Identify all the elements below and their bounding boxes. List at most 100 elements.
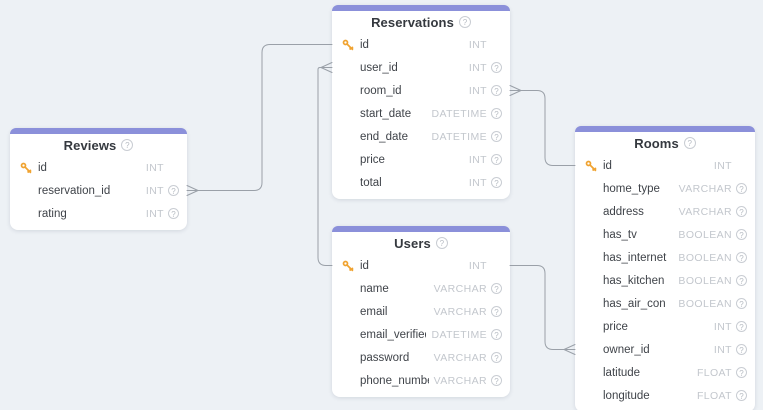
- field-name: longitude: [603, 390, 692, 402]
- field-row-id[interactable]: idINT: [10, 156, 187, 179]
- info-slot: ?: [732, 390, 747, 401]
- field-type: BOOLEAN: [678, 298, 732, 310]
- field-row-price[interactable]: priceINT?: [575, 315, 755, 338]
- field-help-icon[interactable]: ?: [736, 367, 747, 378]
- info-slot: ?: [732, 206, 747, 217]
- field-name: user_id: [360, 62, 464, 74]
- table-help-icon[interactable]: ?: [459, 16, 471, 28]
- table-help-icon[interactable]: ?: [684, 137, 696, 149]
- table-rooms[interactable]: Rooms?idINThome_typeVARCHAR?address VARCH…: [575, 126, 755, 410]
- field-row-start_date[interactable]: start_dateDATETIME?: [332, 102, 510, 125]
- field-help-icon[interactable]: ?: [736, 298, 747, 309]
- field-name: address: [603, 206, 674, 218]
- key-slot: [585, 160, 603, 172]
- relationship-reviews-reservation-id-reservations-id[interactable]: [198, 45, 332, 191]
- info-slot: ?: [732, 321, 747, 332]
- table-users[interactable]: Users?idINTnameVARCHAR?emailVARCHAR?emai…: [332, 226, 510, 397]
- field-help-icon[interactable]: ?: [491, 85, 502, 96]
- field-type: VARCHAR: [434, 352, 487, 364]
- field-row-owner_id[interactable]: owner_idINT?: [575, 338, 755, 361]
- field-row-rating[interactable]: ratingINT?: [10, 202, 187, 225]
- field-type: INT: [469, 260, 487, 272]
- field-type: VARCHAR: [434, 306, 487, 318]
- info-slot: ?: [487, 85, 502, 96]
- info-slot: ?: [732, 252, 747, 263]
- info-slot: ?: [487, 352, 502, 363]
- field-help-icon[interactable]: ?: [736, 183, 747, 194]
- relationship-users-id-rooms-owner-id[interactable]: [510, 266, 564, 350]
- field-row-price[interactable]: priceINT?: [332, 148, 510, 171]
- field-row-id[interactable]: idINT: [575, 154, 755, 177]
- field-help-icon[interactable]: ?: [491, 131, 502, 142]
- crow-foot-icon: [321, 63, 332, 73]
- field-row-longitude[interactable]: longitudeFLOAT?: [575, 384, 755, 407]
- relationship-users-id-reservations-user-id[interactable]: [318, 68, 332, 266]
- field-help-icon[interactable]: ?: [168, 185, 179, 196]
- primary-key-icon: [20, 162, 32, 174]
- field-row-password[interactable]: password VARCHAR?: [332, 346, 510, 369]
- field-type: INT: [146, 185, 164, 197]
- field-row-id[interactable]: idINT: [332, 33, 510, 56]
- field-row-room_id[interactable]: room_idINT?: [332, 79, 510, 102]
- info-slot: ?: [164, 185, 179, 196]
- field-help-icon[interactable]: ?: [168, 208, 179, 219]
- primary-key-icon: [342, 39, 354, 51]
- field-row-home_type[interactable]: home_typeVARCHAR?: [575, 177, 755, 200]
- info-slot: ?: [732, 344, 747, 355]
- field-name: id: [360, 39, 464, 51]
- field-help-icon[interactable]: ?: [491, 177, 502, 188]
- field-row-email[interactable]: email VARCHAR?: [332, 300, 510, 323]
- field-name: start_date: [360, 108, 426, 120]
- field-row-email_verified_[interactable]: email_verified_DATETIME?: [332, 323, 510, 346]
- field-row-has_air_con[interactable]: has_air_conBOOLEAN?: [575, 292, 755, 315]
- field-help-icon[interactable]: ?: [491, 375, 502, 386]
- relationship-reservations-room-id-rooms-id[interactable]: [521, 91, 575, 166]
- info-slot: ?: [487, 108, 502, 119]
- field-row-has_internet[interactable]: has_internetBOOLEAN?: [575, 246, 755, 269]
- field-help-icon[interactable]: ?: [491, 154, 502, 165]
- field-help-icon[interactable]: ?: [736, 321, 747, 332]
- field-name: id: [360, 260, 464, 272]
- table-reservations[interactable]: Reservations?idINTuser_idINT?room_idINT?…: [332, 5, 510, 199]
- field-name: email: [360, 306, 429, 318]
- field-help-icon[interactable]: ?: [491, 329, 502, 340]
- field-row-has_kitchen[interactable]: has_kitchenBOOLEAN?: [575, 269, 755, 292]
- field-help-icon[interactable]: ?: [491, 283, 502, 294]
- field-row-address[interactable]: address VARCHAR?: [575, 200, 755, 223]
- field-help-icon[interactable]: ?: [491, 306, 502, 317]
- table-help-icon[interactable]: ?: [436, 237, 448, 249]
- field-help-icon[interactable]: ?: [491, 62, 502, 73]
- field-name: reservation_id: [38, 185, 141, 197]
- field-type: BOOLEAN: [678, 229, 732, 241]
- field-row-end_date[interactable]: end_dateDATETIME?: [332, 125, 510, 148]
- field-type: INT: [469, 154, 487, 166]
- primary-key-icon: [342, 260, 354, 272]
- field-type: INT: [469, 62, 487, 74]
- field-help-icon[interactable]: ?: [736, 390, 747, 401]
- field-row-name[interactable]: nameVARCHAR?: [332, 277, 510, 300]
- field-type: VARCHAR: [679, 206, 732, 218]
- info-slot: ?: [164, 208, 179, 219]
- field-name: end_date: [360, 131, 426, 143]
- table-help-icon[interactable]: ?: [121, 139, 133, 151]
- field-row-total[interactable]: totalINT?: [332, 171, 510, 194]
- key-slot: [342, 260, 360, 272]
- field-help-icon[interactable]: ?: [491, 352, 502, 363]
- field-help-icon[interactable]: ?: [491, 108, 502, 119]
- crow-foot-icon: [510, 86, 521, 96]
- field-help-icon[interactable]: ?: [736, 206, 747, 217]
- field-row-user_id[interactable]: user_id INT?: [332, 56, 510, 79]
- field-row-id[interactable]: id INT: [332, 254, 510, 277]
- field-row-latitude[interactable]: latitudeFLOAT?: [575, 361, 755, 384]
- field-name: password: [360, 352, 429, 364]
- field-help-icon[interactable]: ?: [736, 229, 747, 240]
- table-reviews[interactable]: Reviews?idINTreservation_idINT?ratingINT…: [10, 128, 187, 230]
- field-row-has_tv[interactable]: has_tvBOOLEAN?: [575, 223, 755, 246]
- field-row-phone_numbe[interactable]: phone_numbeVARCHAR?: [332, 369, 510, 392]
- field-help-icon[interactable]: ?: [736, 344, 747, 355]
- field-help-icon[interactable]: ?: [736, 275, 747, 286]
- field-row-reservation_id[interactable]: reservation_id INT?: [10, 179, 187, 202]
- field-help-icon[interactable]: ?: [736, 252, 747, 263]
- table-title-row: Rooms?: [575, 132, 755, 154]
